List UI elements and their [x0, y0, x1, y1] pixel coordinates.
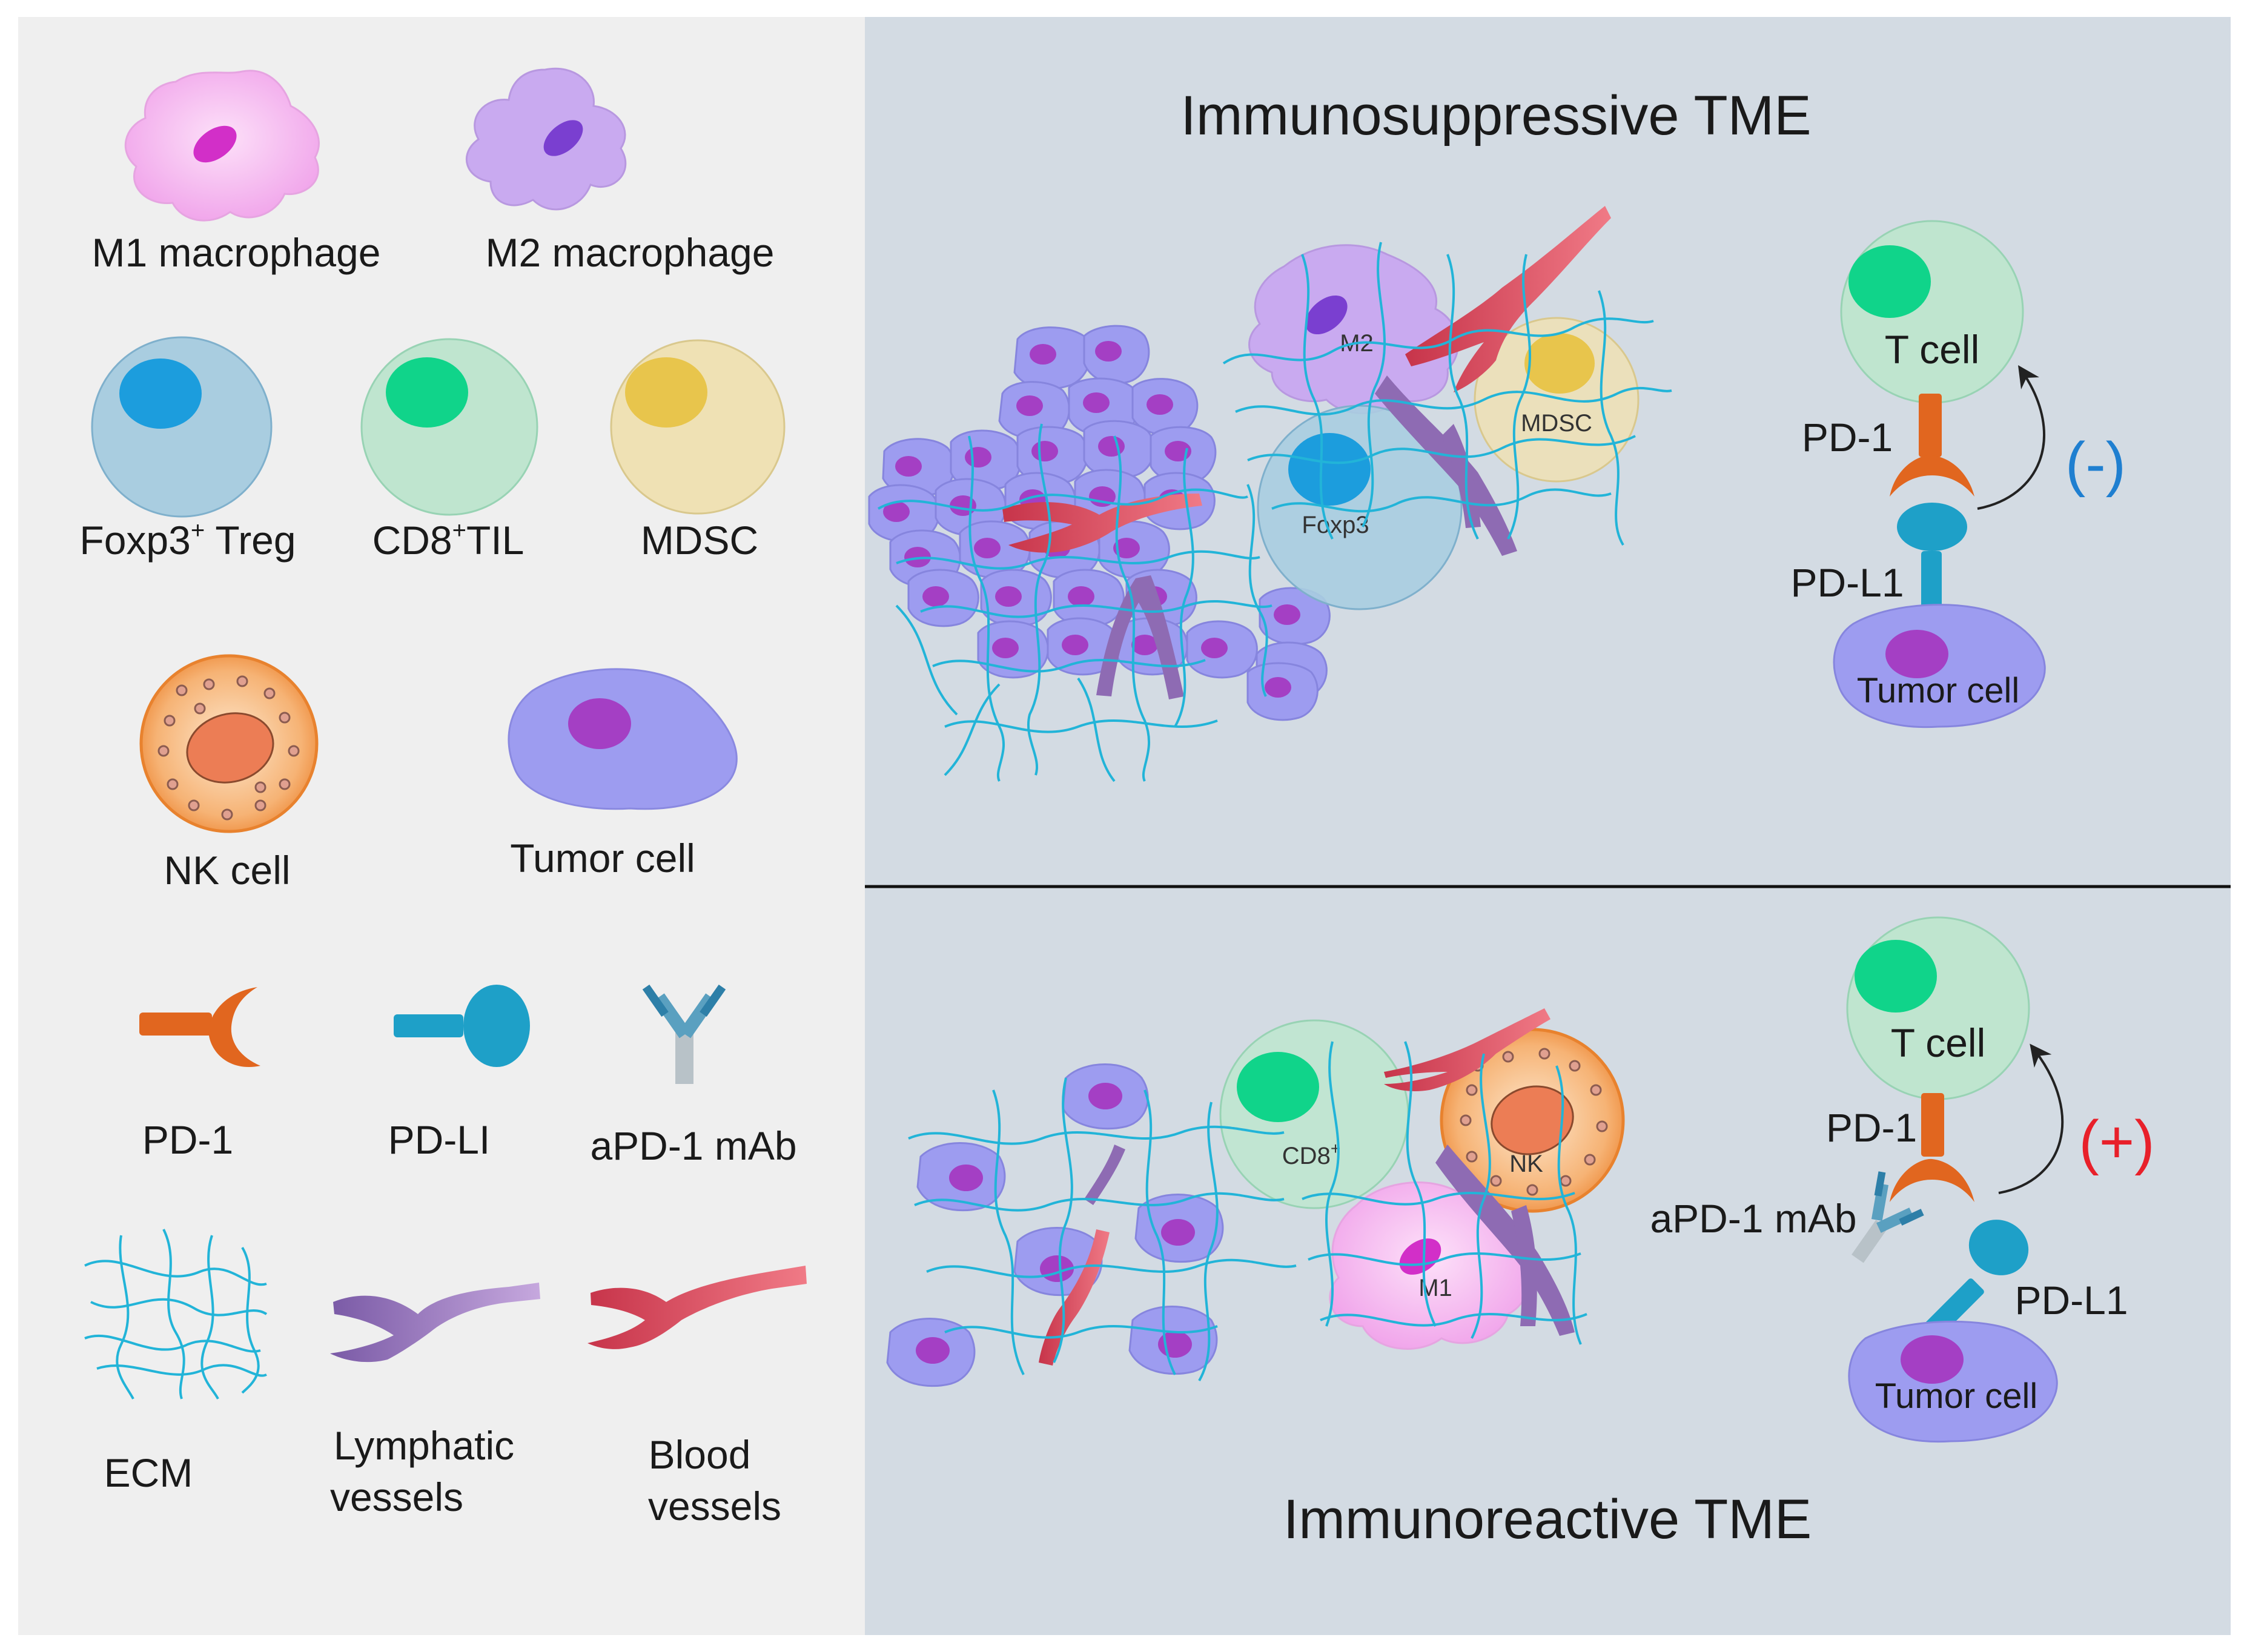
negative-effect-label: (-) [2065, 430, 2126, 498]
lymphatic-vessel-icon [330, 1283, 540, 1363]
blood-vessel-icon [587, 1266, 807, 1349]
m2-macrophage-top: M2 [1248, 244, 1459, 414]
immunosuppressive-title: Immunosuppressive TME [1180, 85, 1811, 147]
antibody-bottom-icon [1852, 1171, 1924, 1263]
t-cell-top-label: T cell [1885, 327, 1980, 372]
feedback-arrow-top [1977, 365, 2045, 510]
pdl1-top-icon [1897, 503, 1967, 612]
tumor-cell-bottom-label: Tumor cell [1875, 1376, 2038, 1416]
t-cell-bottom-label: T cell [1891, 1020, 1986, 1065]
nk-bottom-label: NK [1509, 1151, 1543, 1177]
pd1-label: PD-1 [142, 1117, 233, 1162]
m2-macrophage-label: M2 macrophage [486, 230, 775, 275]
blood-vessels-label-1: Blood [649, 1432, 751, 1477]
pdl1-bottom-label: PD-L1 [2014, 1278, 2128, 1323]
pd1-bottom-label: PD-1 [1826, 1105, 1917, 1150]
treg-label: Foxp3+ Treg [79, 517, 296, 563]
antibody-icon [642, 984, 726, 1084]
ecm-label: ECM [104, 1450, 193, 1495]
mdsc-top-label: MDSC [1521, 410, 1592, 437]
pd1-top-icon [1890, 394, 1974, 497]
t-cell-bottom [1846, 916, 2030, 1100]
tumor-cell-icon [508, 668, 738, 810]
m2-macrophage-icon [465, 67, 627, 211]
legend-panel [18, 17, 865, 1635]
positive-effect-label: (+) [2079, 1108, 2155, 1176]
tumor-cell-top-label: Tumor cell [1857, 671, 2020, 710]
nk-cell-bottom: NK [1440, 1028, 1625, 1213]
tumor-cells-bottom [886, 1063, 1224, 1387]
blood-vessels-label-2: vessels [648, 1484, 781, 1528]
pdl1-top-label: PD-L1 [1790, 560, 1904, 605]
pd1-top-label: PD-1 [1802, 415, 1893, 460]
foxp3-top-label: Foxp3 [1302, 512, 1369, 538]
cd8-til-label: CD8+TIL [372, 517, 525, 563]
ecm-fiber-icon [84, 1229, 268, 1399]
cd8-til-icon [360, 338, 538, 516]
ecm-fibers-top [878, 242, 1672, 782]
lymphatic-vessels-label-1: Lymphatic [334, 1423, 514, 1468]
m1-macrophage-label: M1 macrophage [92, 230, 381, 275]
pd1-receptor-icon [139, 987, 260, 1067]
cd8-bottom: CD8+ [1219, 1019, 1409, 1209]
tumor-cell-bottom [1848, 1320, 2058, 1443]
mdsc-label: MDSC [641, 518, 758, 563]
treg-cell-icon [91, 336, 273, 518]
vessels-top [1002, 206, 1611, 699]
pdl1-label: PD-LI [388, 1117, 491, 1162]
apd1-mab-label: aPD-1 mAb [590, 1123, 796, 1168]
feedback-arrow-bottom [1998, 1043, 2064, 1194]
pd1-bottom-icon [1890, 1093, 1974, 1202]
tumor-cell-label: Tumor cell [510, 836, 695, 881]
mdsc-top: MDSC [1474, 317, 1640, 483]
pdl1-ligand-icon [394, 985, 530, 1067]
t-cell-top [1840, 220, 2024, 404]
treg-top: Foxp3 [1257, 405, 1463, 610]
immunoreactive-title: Immunoreactive TME [1283, 1488, 1812, 1550]
nk-cell-icon [139, 654, 319, 833]
lymphatic-vessels-label-2: vessels [330, 1475, 463, 1519]
mdsc-cell-icon [610, 339, 786, 515]
tumor-cell-top [1833, 604, 2046, 729]
nk-cell-label: NK cell [164, 848, 290, 893]
ecm-fibers-bottom [908, 1041, 1587, 1381]
apd1-mab-bottom-label: aPD-1 mAb [1650, 1196, 1856, 1241]
m1-macrophage-icon [124, 70, 320, 222]
